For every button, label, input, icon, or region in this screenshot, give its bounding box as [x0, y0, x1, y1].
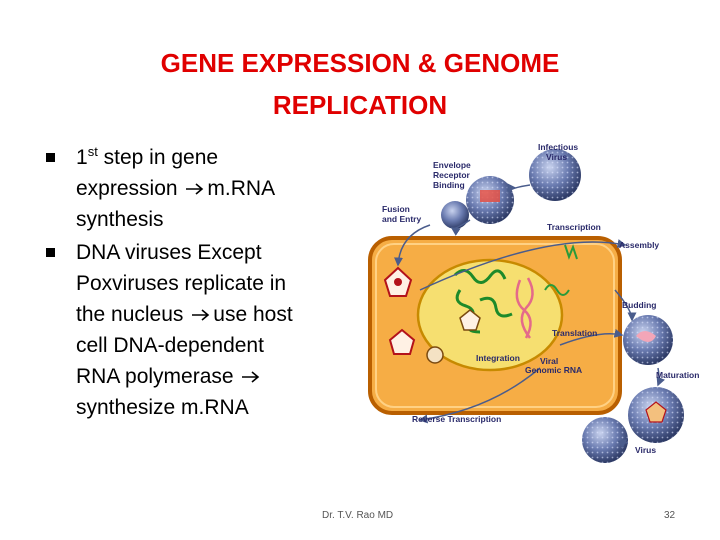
bullet-text: RNA polymerase — [76, 365, 234, 388]
bullet-text: DNA viruses Except — [76, 241, 262, 264]
bullet-text: 1 — [76, 146, 88, 169]
label-reverse-transcription: Reverse Transcription — [412, 414, 501, 424]
label-envelope: Receptor — [433, 170, 471, 180]
label-translation: Translation — [552, 328, 597, 338]
right-arrow-icon — [192, 309, 210, 322]
superscript: st — [87, 144, 98, 159]
label-envelope: Envelope — [433, 160, 471, 170]
budding-virus-icon — [623, 315, 673, 365]
bullet-text: step in gene — [97, 146, 219, 169]
capsid-icon — [383, 266, 413, 297]
viral-particle-icon — [426, 346, 444, 364]
bullet-text: synthesize m.RNA — [76, 396, 249, 419]
envelope-binding-virus-icon — [466, 176, 514, 224]
bullet-marker — [46, 153, 55, 162]
label-integration: Integration — [476, 353, 520, 363]
process-arrows — [394, 183, 665, 449]
bullet-text: use host — [213, 303, 293, 326]
released-virus-icon — [582, 417, 628, 463]
title-line-2: REPLICATION — [272, 90, 448, 120]
label-maturation: Maturation — [656, 370, 699, 380]
bullet-item-1: 1st step in gene expression m.RNA synthe… — [46, 142, 356, 235]
label-transcription: Transcription — [547, 222, 601, 232]
capsid-icon — [459, 309, 481, 331]
label-viral-rna: Viral — [540, 356, 558, 366]
bullet-text: cell DNA-dependent — [76, 334, 264, 357]
mature-virus-icon — [628, 387, 684, 443]
nucleus — [416, 258, 564, 372]
label-fusion: and Entry — [382, 214, 421, 224]
label-envelope: Binding — [433, 180, 465, 190]
page-number: 32 — [664, 510, 676, 521]
bullet-list: 1st step in gene expression m.RNA synthe… — [46, 142, 356, 425]
label-viral-rna: Genomic RNA — [525, 365, 582, 375]
label-fusion: Fusion — [382, 204, 410, 214]
bullet-text: Poxviruses replicate in — [76, 272, 287, 295]
bullet-text: expression — [76, 177, 178, 200]
label-infectious-virus: Infectious — [538, 142, 578, 152]
label-assembly: Assembly — [619, 240, 659, 250]
rna-strands — [515, 277, 534, 339]
right-arrow-icon — [242, 371, 260, 384]
entering-virus-icon — [441, 201, 469, 229]
footer-author: Dr. T.V. Rao MD — [322, 510, 394, 521]
label-infectious-virus: Virus — [546, 152, 567, 162]
bullet-text: the nucleus — [76, 303, 184, 326]
bullet-marker — [46, 248, 55, 257]
right-arrow-icon — [186, 183, 204, 196]
bullet-text: m.RNA — [207, 177, 276, 200]
bullet-text: synthesis — [76, 208, 164, 231]
virus-replication-diagram: Infectious Virus Envelope Receptor Bindi… — [368, 142, 699, 463]
capsid-icon — [388, 328, 416, 355]
title-line-1: GENE EXPRESSION & GENOME — [160, 48, 560, 78]
label-virus: Virus — [635, 445, 656, 455]
bullet-item-2: DNA viruses Except Poxviruses replicate … — [46, 237, 356, 423]
slide-title: GENE EXPRESSION & GENOME REPLICATION — [60, 42, 660, 126]
label-budding: Budding — [622, 300, 656, 310]
infectious-virus-icon — [529, 149, 581, 201]
